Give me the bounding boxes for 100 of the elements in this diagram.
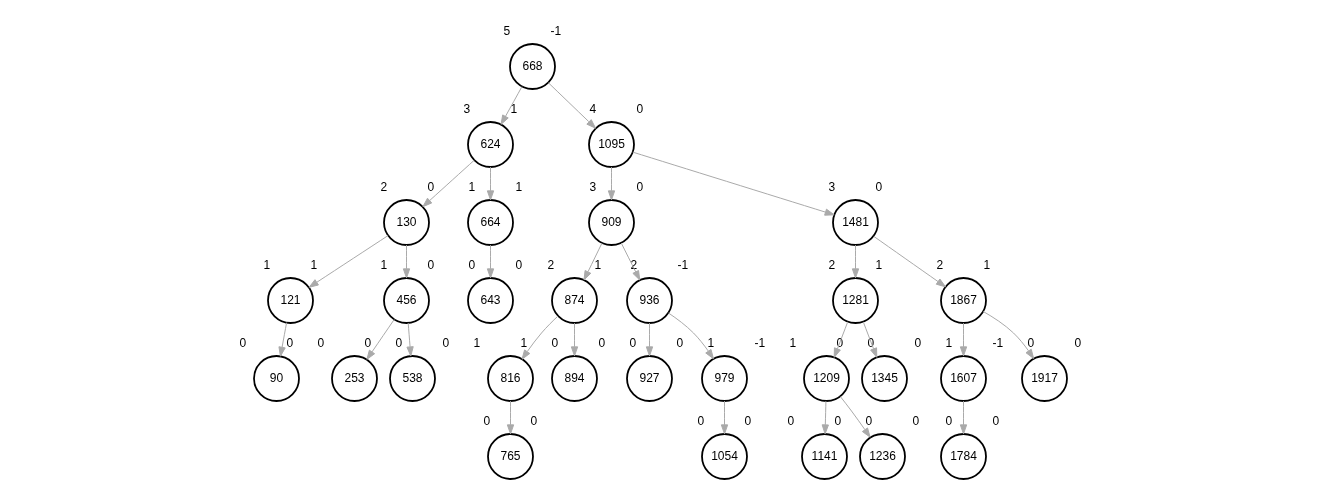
node-label: 0 xyxy=(834,413,841,428)
arrow xyxy=(547,81,596,129)
node-label: 0 xyxy=(836,335,843,350)
arrow xyxy=(570,322,578,356)
arrow xyxy=(486,166,494,200)
node-circle: 1481 xyxy=(831,198,879,246)
node-label: 2 xyxy=(380,179,387,194)
node-label: 0 xyxy=(945,413,952,428)
arrow xyxy=(839,395,871,438)
node-label: 0 xyxy=(676,335,683,350)
node-label: 0 xyxy=(427,179,434,194)
node-label: 0 xyxy=(1074,335,1081,350)
arrow xyxy=(365,318,395,360)
arrow xyxy=(851,244,859,278)
node-label: 0 xyxy=(317,335,324,350)
node-label: 1 xyxy=(380,257,387,272)
arrow xyxy=(667,312,714,359)
node-label: 0 xyxy=(865,413,872,428)
node-label: -1 xyxy=(550,23,561,38)
arrow xyxy=(959,322,967,356)
node-label: 0 xyxy=(530,413,537,428)
node-circle: 1054 xyxy=(700,432,748,480)
node-label: 1 xyxy=(945,335,952,350)
node-label: 0 xyxy=(551,335,558,350)
node-circle: 1917 xyxy=(1020,354,1068,402)
node-label: 0 xyxy=(427,257,434,272)
node-label: 1 xyxy=(310,257,317,272)
arrow xyxy=(500,85,522,125)
node-circle: 927 xyxy=(625,354,673,402)
node-label: 0 xyxy=(239,335,246,350)
node-label: 2 xyxy=(547,257,554,272)
node-label: 0 xyxy=(636,179,643,194)
node-label: 0 xyxy=(629,335,636,350)
arrow xyxy=(959,400,967,434)
node-label: 1 xyxy=(263,257,270,272)
node-circle: 538 xyxy=(388,354,436,402)
node-label: 0 xyxy=(744,413,751,428)
node-label: 0 xyxy=(992,413,999,428)
node-label: 3 xyxy=(828,179,835,194)
node-circle: 936 xyxy=(625,276,673,324)
node-label: 1 xyxy=(594,257,601,272)
node-circle: 979 xyxy=(700,354,748,402)
arrow xyxy=(486,244,494,278)
node-label: 0 xyxy=(468,257,475,272)
arrow xyxy=(405,322,414,356)
node-circle: 1236 xyxy=(858,432,906,480)
node-circle: 253 xyxy=(330,354,378,402)
node-circle: 668 xyxy=(508,42,556,90)
node-circle: 624 xyxy=(466,120,514,168)
node-label: 5 xyxy=(503,23,510,38)
node-label: 2 xyxy=(828,257,835,272)
node-label: 0 xyxy=(483,413,490,428)
node-label: 0 xyxy=(867,335,874,350)
node-circle: 1141 xyxy=(800,432,848,480)
node-label: -1 xyxy=(992,335,1003,350)
node-label: 0 xyxy=(395,335,402,350)
node-label: -1 xyxy=(754,335,765,350)
node-label: 0 xyxy=(286,335,293,350)
arrow xyxy=(521,314,559,360)
arrow xyxy=(308,234,389,288)
node-label: 0 xyxy=(515,257,522,272)
node-label: 1 xyxy=(707,335,714,350)
node-circle: 1867 xyxy=(939,276,987,324)
node-label: 4 xyxy=(589,101,596,116)
node-label: -1 xyxy=(677,257,688,272)
node-label: 0 xyxy=(364,335,371,350)
arrow xyxy=(277,321,287,357)
node-circle: 1209 xyxy=(802,354,850,402)
arrow xyxy=(833,320,848,358)
node-circle: 1345 xyxy=(860,354,908,402)
node-label: 2 xyxy=(630,257,637,272)
node-circle: 894 xyxy=(550,354,598,402)
node-label: 1 xyxy=(473,335,480,350)
node-circle: 765 xyxy=(486,432,534,480)
node-label: 2 xyxy=(936,257,943,272)
node-label: 3 xyxy=(589,179,596,194)
node-label: 1 xyxy=(515,179,522,194)
node-label: 1 xyxy=(510,101,517,116)
arrow xyxy=(720,400,728,434)
arrow xyxy=(421,159,475,207)
node-label: 1 xyxy=(983,257,990,272)
arrow xyxy=(583,242,602,280)
node-label: 0 xyxy=(875,179,882,194)
node-label: 0 xyxy=(912,413,919,428)
arrow xyxy=(631,151,835,216)
arrow xyxy=(607,166,615,200)
node-circle: 1607 xyxy=(939,354,987,402)
node-circle: 90 xyxy=(252,354,300,402)
node-label: 0 xyxy=(787,413,794,428)
node-circle: 1784 xyxy=(939,432,987,480)
node-label: 0 xyxy=(636,101,643,116)
arrow xyxy=(862,320,877,358)
arrow xyxy=(620,242,640,280)
node-label: 1 xyxy=(789,335,796,350)
arrow xyxy=(645,322,653,356)
arrow xyxy=(402,244,410,278)
node-circle: 874 xyxy=(550,276,598,324)
node-label: 0 xyxy=(442,335,449,350)
node-label: 3 xyxy=(463,101,470,116)
node-label: 1 xyxy=(875,257,882,272)
